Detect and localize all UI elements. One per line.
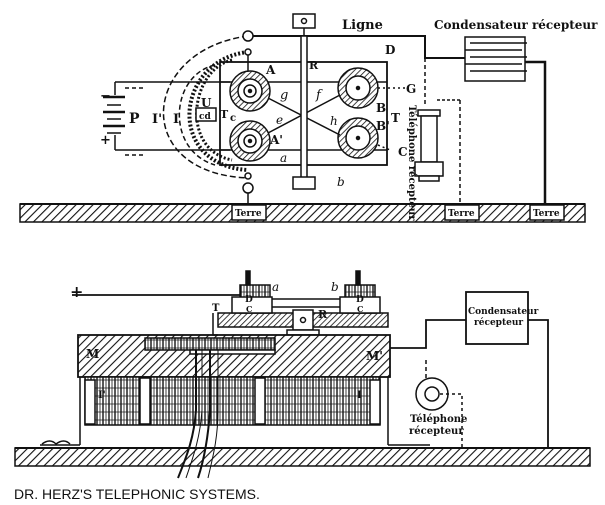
label-U: U <box>201 96 212 110</box>
coil-A <box>229 70 271 112</box>
telephone-label-bottom-2: récepteur <box>409 426 464 437</box>
telephone-label-bottom-1: Téléphone <box>410 414 467 425</box>
label-C-right-bottom: C <box>357 304 363 314</box>
terre-label-1: Terre <box>235 209 262 219</box>
bottom-figure <box>14 270 591 479</box>
label-I-prime: I' <box>152 112 162 127</box>
top-figure <box>19 13 586 223</box>
label-I: I <box>173 112 179 127</box>
label-T: T <box>391 111 400 125</box>
label-C: C <box>398 145 408 159</box>
label-B-prime: B' <box>376 119 390 133</box>
label-D-bottom: D <box>245 295 253 305</box>
terre-label-2: Terre <box>448 209 475 219</box>
label-plus-bottom: + <box>70 282 83 301</box>
label-P: P <box>129 111 140 127</box>
condensateur-label: Condensateur récepteur <box>434 18 598 32</box>
label-a-bottom: a <box>272 280 279 294</box>
label-I-bottom: I <box>357 390 362 401</box>
label-c: c <box>230 113 236 124</box>
label-A-prime: A' <box>269 133 283 147</box>
label-plus: + <box>100 133 111 148</box>
label-M-prime: M' <box>366 349 383 363</box>
label-b: b <box>337 175 345 189</box>
label-f: f <box>315 88 323 103</box>
telephone-label: Téléphone récepteur <box>406 105 417 221</box>
label-minus: − <box>100 89 111 104</box>
label-D-right-bottom: D <box>356 295 364 305</box>
ground-top <box>19 203 586 223</box>
condensateur-label-bottom-2: récepteur <box>474 317 523 328</box>
terre-label-3: Terre <box>533 209 560 219</box>
label-e: e <box>276 113 283 127</box>
label-I-prime-bottom: I' <box>98 390 106 401</box>
condenser-bottom <box>465 291 529 345</box>
ligne-label: Ligne <box>342 18 383 33</box>
label-T-bottom: T <box>212 303 220 314</box>
diagram: Ligne Condensateur récepteur Téléphone r… <box>14 13 598 479</box>
ground-bottom <box>14 447 591 467</box>
battery-icon <box>103 82 125 150</box>
label-T-c: T <box>220 108 229 121</box>
condensateur-label-bottom-1: Condensateur <box>468 307 539 317</box>
label-D: D <box>385 43 395 57</box>
top-labels: Ligne Condensateur récepteur Téléphone r… <box>100 18 598 221</box>
label-B: B <box>376 101 386 115</box>
bottom-labels: + T a b R D D C C M M' I' I Condensateur… <box>70 280 539 437</box>
label-b-bottom: b <box>331 280 339 294</box>
label-a: a <box>280 151 287 165</box>
coil-B-prime <box>337 117 379 159</box>
coil-A-prime <box>229 120 271 162</box>
label-A: A <box>265 63 276 77</box>
coil-B <box>337 67 379 109</box>
caption: DR. HERZ'S TELEPHONIC SYSTEMS. <box>14 486 260 502</box>
label-C-bottom: C <box>246 304 252 314</box>
telephone-receiver-top <box>414 58 461 205</box>
label-cd: cd <box>199 112 211 122</box>
label-M: M <box>86 347 99 361</box>
condenser-top <box>464 36 527 82</box>
label-g: g <box>280 88 288 103</box>
label-R: R <box>309 59 319 72</box>
label-G: G <box>406 82 416 96</box>
label-h: h <box>330 114 338 128</box>
telephone-receiver-bottom <box>415 360 463 447</box>
label-R-bottom: R <box>318 308 328 321</box>
